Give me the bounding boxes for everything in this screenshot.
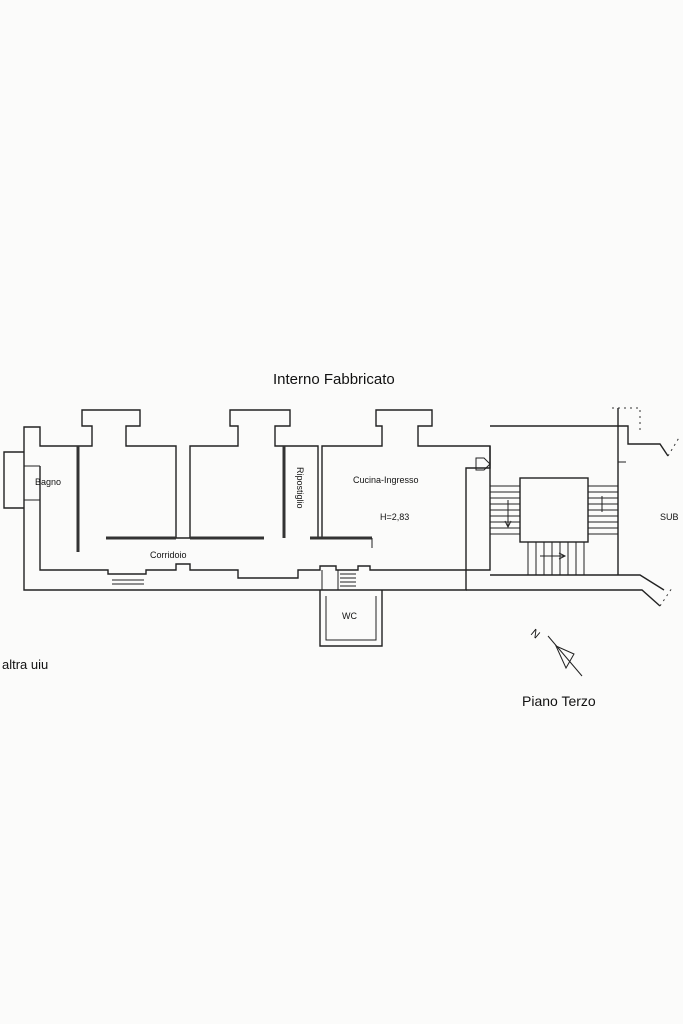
label-ripostiglio: Ripostiglio [295,467,305,509]
stair-arrows [504,496,603,560]
sub-unit-edges [612,407,681,607]
label-bagno: Bagno [35,477,61,487]
label-sub: SUB [660,512,679,522]
bagno-bay [3,451,40,509]
partitions [76,446,373,552]
wc-steps [340,573,356,587]
label-piano: Piano Terzo [522,693,596,709]
north-label: N [528,627,542,641]
exterior-walls [23,409,491,591]
wc-room [319,570,383,647]
label-wc: WC [342,611,357,621]
north-arrow-icon: N [528,627,583,677]
label-altra-uiu: altra uiu [2,657,48,672]
stair-treads-right [588,485,618,535]
entrance-arrow-icon [475,457,491,471]
label-cucina: Cucina-Ingresso [353,475,419,485]
stair-treads-left [490,485,520,535]
label-height: H=2,83 [380,512,409,522]
plan-title: Interno Fabbricato [273,371,395,388]
stair-treads-bottom [527,542,585,575]
label-corridoio: Corridoio [150,550,187,560]
stairwell [466,408,619,591]
